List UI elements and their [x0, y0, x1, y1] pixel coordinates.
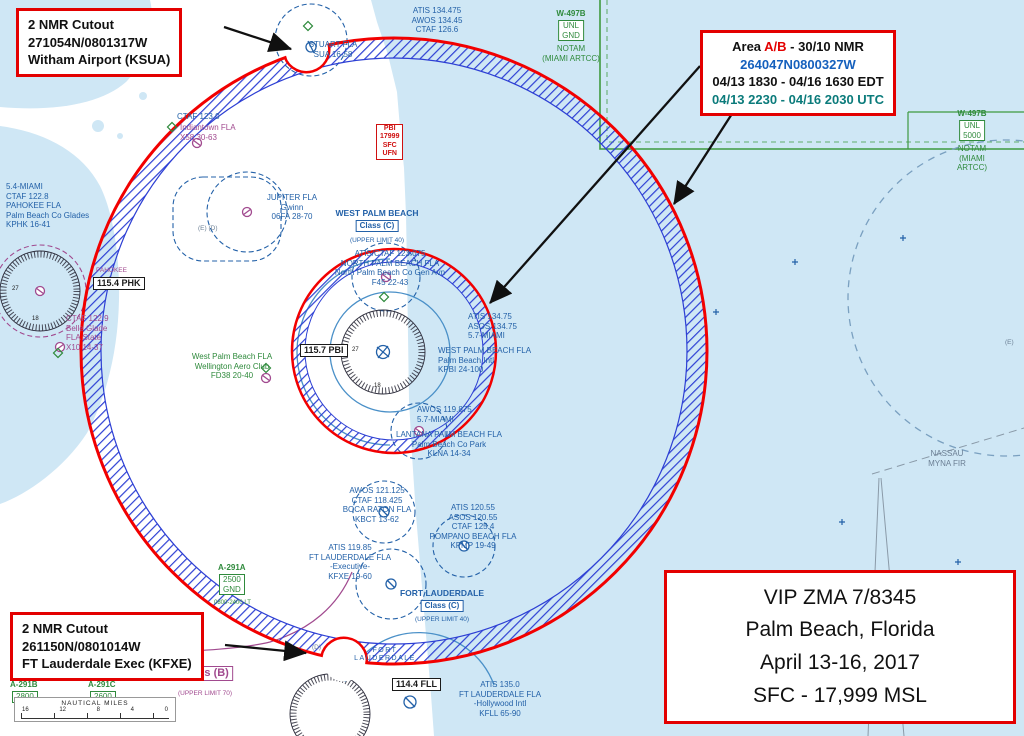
scale-title: NAUTICAL MILES — [61, 700, 129, 707]
jupiter-airport-symbol — [241, 206, 253, 218]
callout-line: 261150N/0801014W — [22, 638, 141, 654]
callout-line: 2 NMR Cutout — [28, 17, 114, 32]
callout-line: FT Lauderdale Exec (KFXE) — [22, 656, 192, 672]
fxe-airport-symbol — [385, 578, 397, 590]
area-utc-time: 04/13 2230 - 04/16 2030 UTC — [712, 91, 885, 107]
lantana-airport-symbol — [413, 425, 425, 437]
scale-number: 4 — [130, 707, 134, 713]
ocean-plus-marks — [713, 235, 961, 565]
indiantown-airport-symbol — [191, 137, 203, 149]
pahokee-airport-symbol — [34, 285, 46, 297]
tfr-outer-ring — [79, 36, 709, 666]
area-info-callout: Area A/B - 30/10 NMR 264047N0800327W 04/… — [700, 30, 897, 117]
scale-bar: NAUTICAL MILES 16 12 8 4 0 — [14, 697, 176, 722]
offshore-compass-arc — [847, 139, 1024, 457]
scale-numbers: 16 12 8 4 0 — [21, 707, 169, 713]
wellington-airport-symbol — [260, 372, 272, 384]
tfr-dates: April 13-16, 2017 — [760, 651, 920, 674]
scale-number: 16 — [22, 707, 29, 713]
callout-line: 2 NMR Cutout — [22, 621, 108, 636]
scale-number: 12 — [59, 707, 67, 713]
callout-line: Witham Airport (KSUA) — [28, 52, 171, 68]
phk-compass-rose — [0, 250, 81, 332]
callout-line: 271054N/0801317W — [28, 34, 148, 50]
fll-airport-symbol — [403, 695, 417, 709]
green-diamond-symbols — [52, 20, 390, 374]
airport-symbols — [34, 40, 470, 709]
tfr-summary-callout: VIP ZMA 7/8345 Palm Beach, Florida April… — [664, 570, 1016, 724]
fxe-cutout-callout: 2 NMR Cutout 261150N/0801014W FT Lauderd… — [10, 612, 204, 681]
scale-number: 0 — [164, 707, 168, 713]
boca-airport-symbol — [378, 506, 390, 518]
fll-compass-rose — [289, 673, 371, 736]
area-edt-time: 04/13 1830 - 04/16 1630 EDT — [712, 74, 884, 90]
area-line-1: Area A/B - 30/10 NMR — [732, 39, 864, 54]
tfr-title: VIP ZMA 7/8345 — [763, 585, 917, 609]
area-coordinates: 264047N0800327W — [740, 56, 856, 72]
stuart-airport-symbol — [305, 40, 317, 54]
tfr-location: Palm Beach, Florida — [745, 618, 935, 642]
fxe-cutout-notch — [320, 636, 369, 682]
witham-cutout-callout: 2 NMR Cutout 271054N/0801317W Witham Air… — [16, 8, 183, 77]
scale-number: 8 — [96, 707, 100, 713]
tfr-altitudes: SFC - 17,999 MSL — [753, 683, 927, 707]
scale-tick-bar — [21, 713, 169, 719]
pbi-airport-symbol — [375, 344, 391, 360]
pompano-airport-symbol — [458, 540, 470, 552]
north-palm-beach-airport-symbol — [380, 271, 392, 283]
